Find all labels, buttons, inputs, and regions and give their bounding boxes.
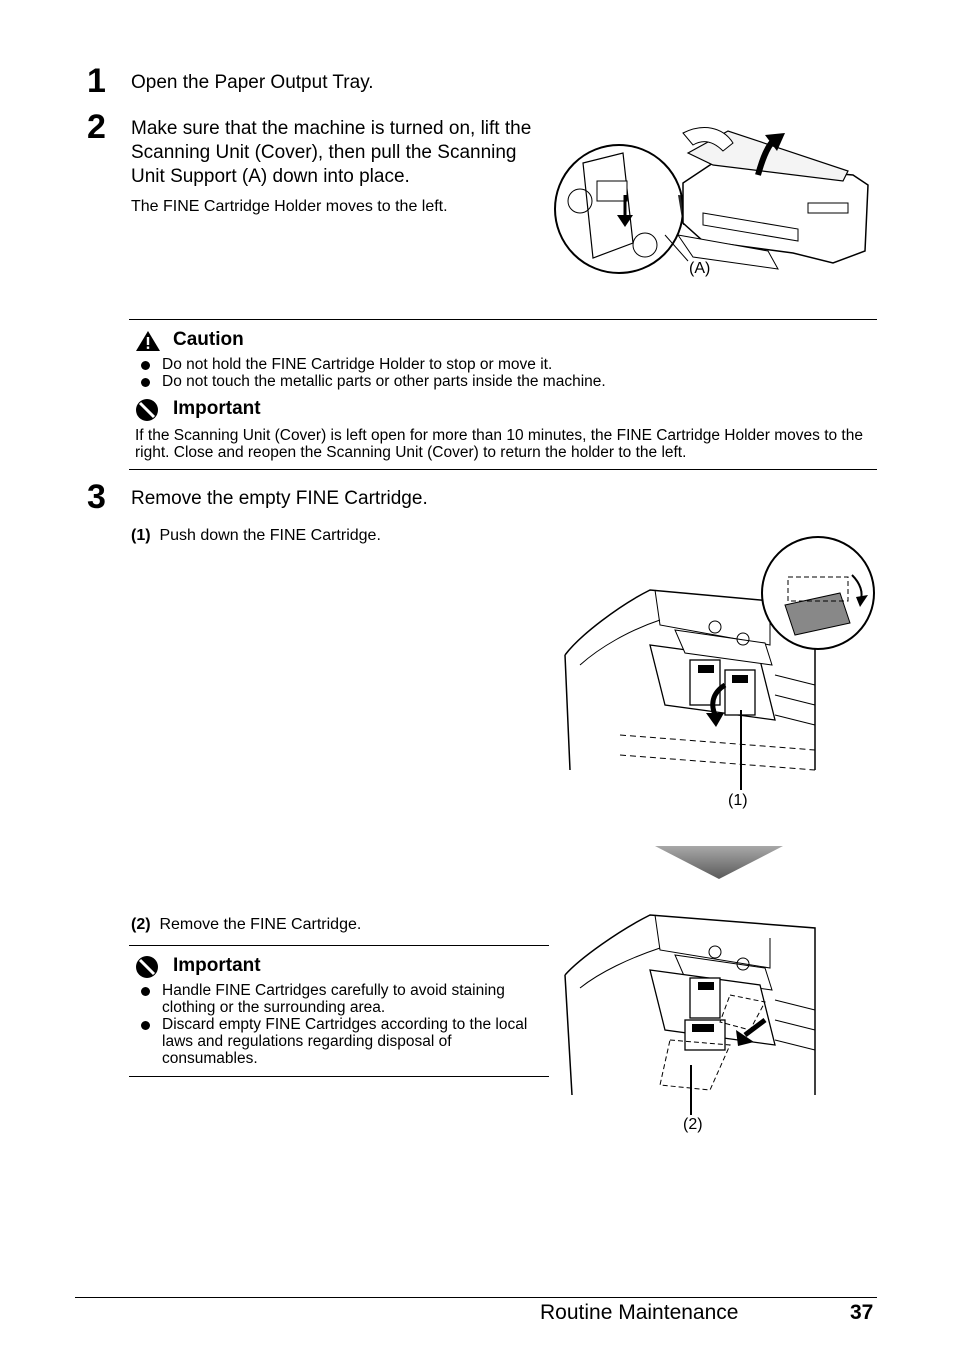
footer-section-title: Routine Maintenance [540, 1301, 739, 1324]
important2-bottom-rule [129, 1076, 549, 1077]
down-arrow-icon [655, 846, 783, 879]
step-1-text: Open the Paper Output Tray. [131, 72, 374, 93]
step-2-note: The FINE Cartridge Holder moves to the l… [131, 198, 448, 215]
page-number: 37 [850, 1301, 874, 1324]
caution-item: Do not touch the metallic parts or other… [135, 373, 875, 390]
caution-icon [136, 331, 160, 351]
step-1-number: 1 [87, 62, 106, 100]
cartridge-remove-illustration [564, 914, 816, 1115]
important2-title: Important [173, 955, 261, 976]
step-3-number: 3 [87, 478, 106, 516]
figure-label-1: (1) [728, 792, 748, 809]
caution-title: Caution [173, 329, 244, 350]
caution-list: Do not hold the FINE Cartridge Holder to… [135, 356, 875, 390]
important-icon [136, 399, 158, 421]
figure-label-a: (A) [689, 260, 711, 277]
step-2-text: Make sure that the machine is turned on,… [131, 118, 532, 187]
footer-rule [75, 1297, 877, 1298]
substep-2-number: (2) [131, 916, 151, 933]
substep-2: (2) Remove the FINE Cartridge. [131, 916, 531, 934]
figure-label-2: (2) [683, 1116, 703, 1133]
important2-list: Handle FINE Cartridges carefully to avoi… [135, 982, 545, 1067]
important-text: If the Scanning Unit (Cover) is left ope… [135, 427, 863, 461]
substep-1-text: Push down the FINE Cartridge. [159, 527, 381, 544]
important2-item: Discard empty FINE Cartridges according … [135, 1016, 545, 1067]
box-top-rule [129, 319, 877, 320]
cartridge-push-illustration [564, 536, 875, 790]
substep-1: (1) Push down the FINE Cartridge. [131, 527, 531, 545]
step-2-number: 2 [87, 108, 106, 146]
important-icon [136, 956, 158, 978]
important2-top-rule [129, 945, 549, 946]
substep-1-number: (1) [131, 527, 151, 544]
step-3-text: Remove the empty FINE Cartridge. [131, 488, 428, 509]
substep-2-text: Remove the FINE Cartridge. [159, 916, 362, 933]
printer-open-cover-illustration [554, 127, 869, 274]
important2-item: Handle FINE Cartridges carefully to avoi… [135, 982, 545, 1016]
important-title: Important [173, 398, 261, 419]
caution-item: Do not hold the FINE Cartridge Holder to… [135, 356, 875, 373]
box-bottom-rule [129, 469, 877, 470]
